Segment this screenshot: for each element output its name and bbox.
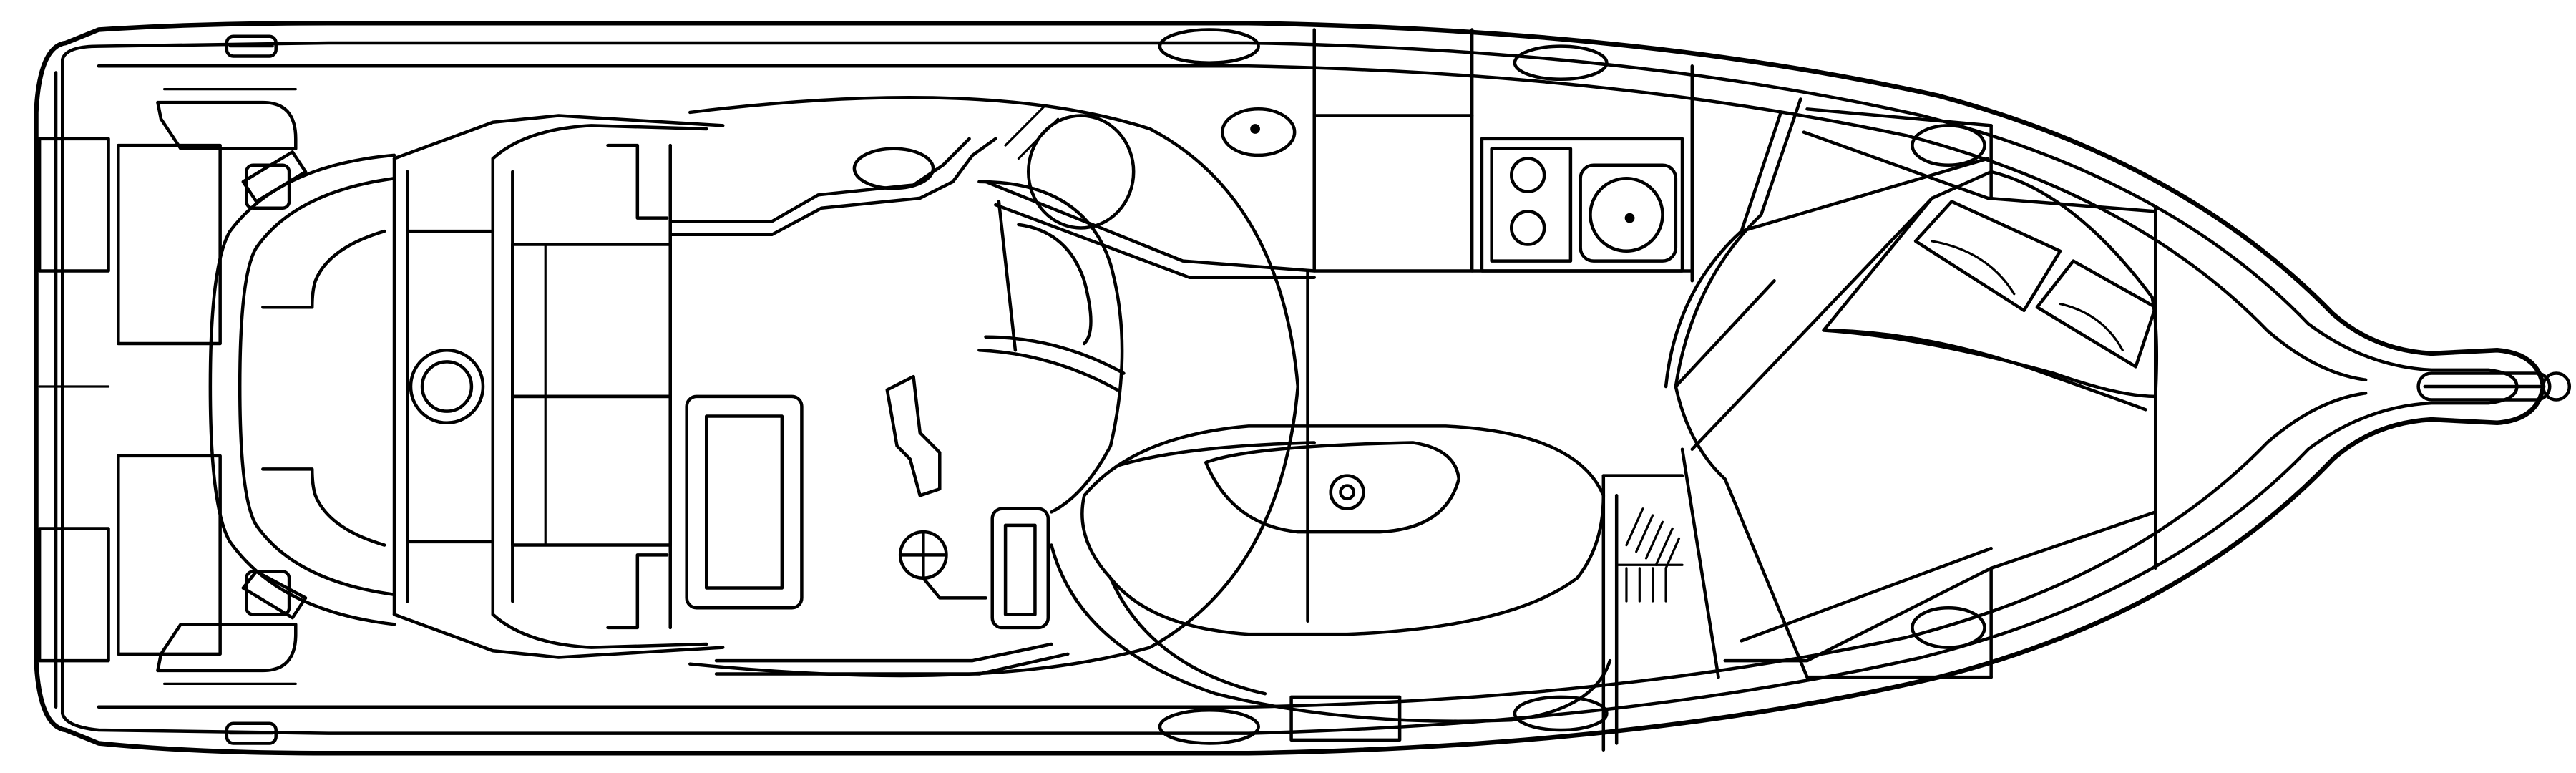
dinette-settee-icon	[1051, 426, 1610, 721]
cabin-divider-icon	[1117, 271, 1314, 621]
galley-stove-sink-icon	[1314, 30, 1692, 281]
cleat-icon	[227, 37, 276, 744]
cockpit-lounge-icon	[210, 152, 394, 624]
transom-seat-icon	[118, 89, 296, 684]
companionway-icon	[979, 182, 1314, 512]
hatching-icon	[1616, 509, 1682, 601]
pillow-icon	[1916, 202, 2155, 367]
side-deck-aft-icon	[394, 116, 723, 658]
helm-console-icon	[670, 139, 1068, 674]
deck-hatch-icon	[854, 30, 1985, 744]
steering-wheel-icon	[887, 376, 1048, 628]
v-berth-icon	[1666, 99, 2157, 677]
helm-seat-icon	[493, 125, 802, 647]
round-table-icon	[411, 350, 483, 423]
anchor-pulpit-icon	[2419, 374, 2570, 400]
swim-platform-icon	[39, 73, 108, 707]
head-compartment-icon	[1604, 449, 1719, 750]
